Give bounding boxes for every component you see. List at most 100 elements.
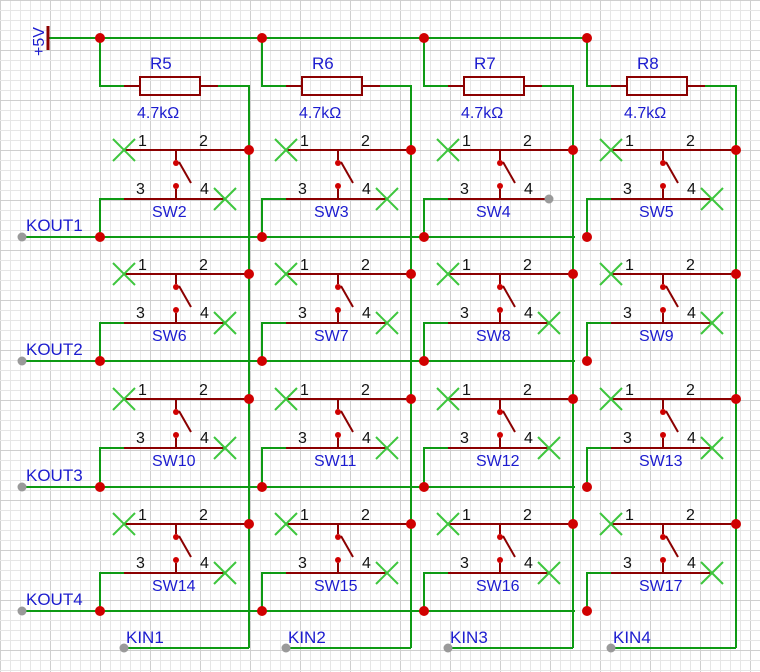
switch-pivot <box>660 557 666 563</box>
switch-lever <box>178 535 192 558</box>
pin-number: 3 <box>298 181 307 198</box>
no-connect-icon <box>700 436 724 460</box>
no-connect-icon <box>700 187 724 211</box>
pin-number: 1 <box>138 257 147 274</box>
labels: +5VR54.7kΩR64.7kΩR74.7kΩR84.7kΩKOUT1KOUT… <box>26 27 696 647</box>
switch-pivot <box>497 557 503 563</box>
pin-number: 4 <box>687 181 696 198</box>
pin-number: 4 <box>362 555 371 572</box>
pin-number: 2 <box>686 133 695 150</box>
no-connect-icon <box>375 561 399 585</box>
pin-number: 3 <box>623 181 632 198</box>
resistor-ref: R5 <box>150 54 172 73</box>
switch-pivot <box>335 557 341 563</box>
pin-number: 4 <box>200 555 209 572</box>
switch-lever <box>178 285 192 308</box>
wires <box>22 37 737 649</box>
no-connect-icon <box>274 387 298 411</box>
switch-row-wire <box>261 572 286 611</box>
no-connect-icon <box>537 561 561 585</box>
switch-pivot <box>497 534 503 540</box>
pin-number: 4 <box>200 181 209 198</box>
pin-number: 2 <box>523 382 532 399</box>
no-connect-icon <box>213 561 237 585</box>
junction-dot <box>582 232 592 242</box>
pin-number: 1 <box>625 507 634 524</box>
switch-row-wire <box>99 572 124 611</box>
resistor-value: 4.7kΩ <box>137 105 179 122</box>
junction-dot <box>419 33 429 43</box>
junction-dot <box>95 33 105 43</box>
pin-number: 3 <box>460 305 469 322</box>
switch-row-wire <box>586 447 611 487</box>
pin-number: 2 <box>523 133 532 150</box>
no-connect-icon <box>700 311 724 335</box>
switch-ref: SW14 <box>152 578 196 595</box>
switch-pivot <box>173 160 179 166</box>
junction-dot <box>244 145 254 155</box>
junction-dot <box>244 519 254 529</box>
switch-pivot <box>335 183 341 189</box>
pin-number: 1 <box>300 382 309 399</box>
pin-number: 1 <box>625 382 634 399</box>
switch-lever <box>665 535 679 558</box>
switch-ref: SW17 <box>639 578 683 595</box>
no-connect-icon <box>599 138 623 162</box>
junction-dot <box>95 356 105 366</box>
pin-number: 2 <box>199 507 208 524</box>
junction-dot <box>419 482 429 492</box>
switch-pivot <box>335 284 341 290</box>
pin-number: 3 <box>136 430 145 447</box>
switch-pivot <box>660 534 666 540</box>
terminal-dot <box>606 643 616 653</box>
pin-number: 3 <box>460 555 469 572</box>
resistor-body <box>463 76 525 96</box>
switch-ref: SW4 <box>476 204 511 221</box>
column-bus <box>705 85 737 648</box>
no-connect-icon <box>112 512 136 536</box>
pin-number: 2 <box>361 507 370 524</box>
column-bus <box>218 85 250 648</box>
no-connect-icon <box>436 138 460 162</box>
switch-pivot <box>497 307 503 313</box>
switch-row-wire <box>423 447 448 487</box>
junction-dot <box>568 519 578 529</box>
pin-number: 1 <box>462 133 471 150</box>
pin-number: 3 <box>136 181 145 198</box>
no-connect-icon <box>599 262 623 286</box>
pin-number: 1 <box>138 133 147 150</box>
switch-ref: SW12 <box>476 453 520 470</box>
junctions <box>17 33 741 653</box>
switch-lever <box>178 161 192 184</box>
pin-number: 1 <box>462 382 471 399</box>
pin-number: 1 <box>462 257 471 274</box>
pin-number: 4 <box>687 430 696 447</box>
switch-row-wire <box>586 198 611 237</box>
resistor-body <box>626 76 688 96</box>
switch-lever <box>340 535 354 558</box>
switch-pivot <box>335 307 341 313</box>
switch-lever <box>502 161 516 184</box>
switch-row-wire <box>99 447 124 487</box>
pin-number: 1 <box>300 257 309 274</box>
junction-dot <box>731 519 741 529</box>
switch-pivot <box>173 432 179 438</box>
pin-number: 4 <box>362 181 371 198</box>
resistor-lead <box>261 38 286 87</box>
switch-lever <box>665 285 679 308</box>
junction-dot <box>257 482 267 492</box>
pin-number: 3 <box>460 430 469 447</box>
switch-pivot <box>335 432 341 438</box>
switch-ref: SW11 <box>314 453 356 470</box>
switch-ref: SW6 <box>152 328 187 345</box>
switch-pivot <box>335 160 341 166</box>
switch-ref: SW15 <box>314 578 358 595</box>
switch-ref: SW13 <box>639 453 683 470</box>
junction-dot <box>568 269 578 279</box>
pin-number: 4 <box>687 555 696 572</box>
no-connect-icon <box>213 187 237 211</box>
resistor-ref: R7 <box>474 54 496 73</box>
no-connect-icon <box>436 512 460 536</box>
row-net-label: KOUT3 <box>26 466 83 485</box>
